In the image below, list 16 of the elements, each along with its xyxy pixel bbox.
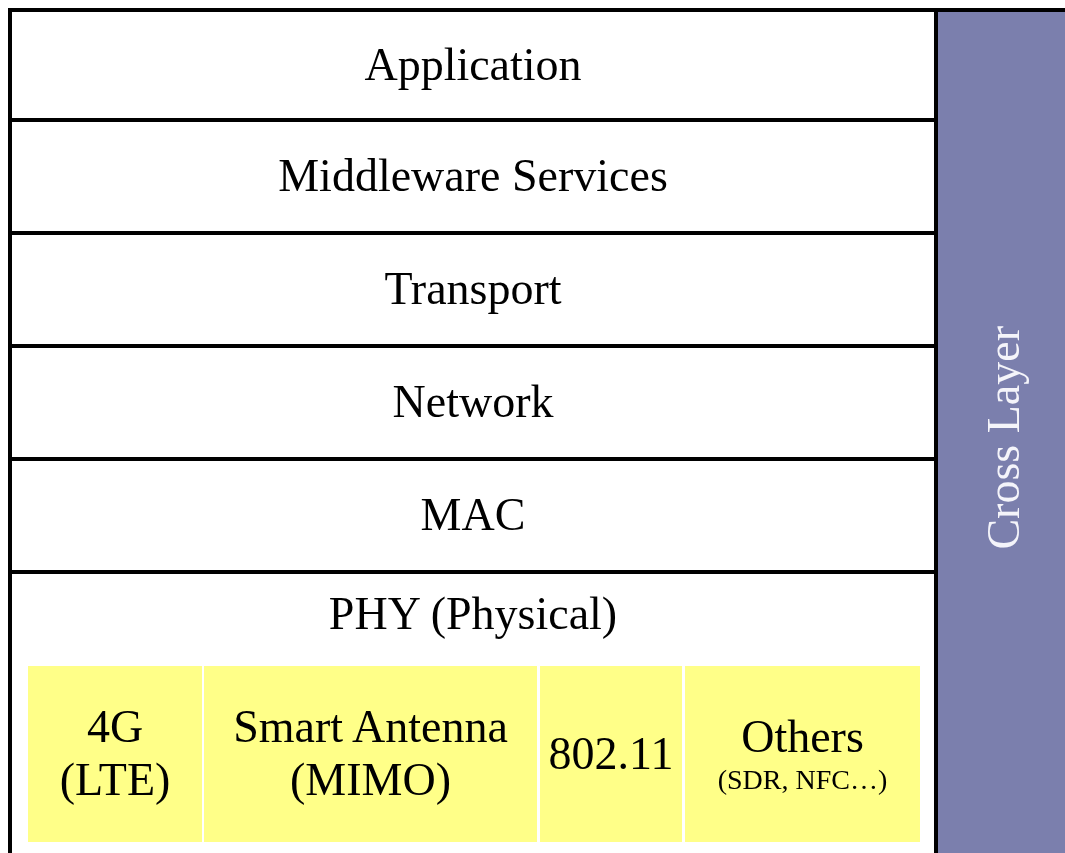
technology-box xyxy=(540,666,682,842)
technology-box xyxy=(204,666,537,842)
layer-label: 802.11 xyxy=(548,727,674,781)
layer-label: MAC xyxy=(420,489,526,542)
layer-label: Transport xyxy=(384,263,562,316)
layer-label: Smart Antenna (MIMO) xyxy=(232,701,509,807)
layer-label: Application xyxy=(364,38,582,92)
layer-label: Network xyxy=(392,376,554,429)
layer-label: PHY (Physical) xyxy=(327,588,619,641)
vertical-label: Cross Layer xyxy=(977,326,1030,550)
technology-box xyxy=(685,666,920,842)
layer-label: 4G (LTE) xyxy=(58,701,172,807)
layer-label: (SDR, NFC…) xyxy=(717,764,888,797)
layer-label: Others xyxy=(741,711,864,765)
layer-label: Middleware Services xyxy=(278,150,668,203)
technology-box xyxy=(28,666,202,842)
